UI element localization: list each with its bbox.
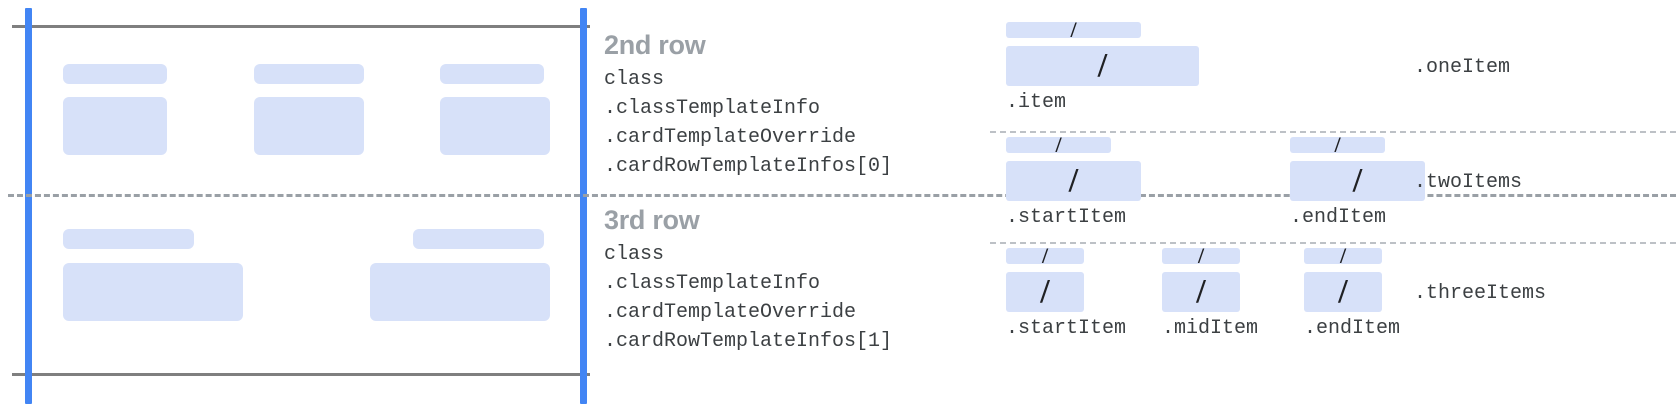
item-label-placeholder: / xyxy=(1304,243,1382,268)
card-top-boundary-line xyxy=(12,25,590,28)
item-label-placeholder: / xyxy=(1006,243,1084,268)
item-value-placeholder: / xyxy=(1290,161,1425,201)
slash-icon: / xyxy=(1339,243,1347,268)
item-layout-name-twoItems: .twoItems xyxy=(1414,171,1523,194)
card-preview-panel xyxy=(0,0,600,412)
body-placeholder xyxy=(254,97,364,155)
item-layout-one-item: / / .item .oneItem xyxy=(974,17,1676,134)
card-left-guide-line xyxy=(25,8,32,404)
row2-path-line: .cardRowTemplateInfos[0] xyxy=(604,155,893,178)
item-caption: .endItem xyxy=(1304,317,1401,340)
item-caption: .startItem xyxy=(1006,317,1127,340)
item-slot: / / .midItem xyxy=(1162,243,1259,340)
title-placeholder xyxy=(63,64,167,84)
title-placeholder xyxy=(413,229,544,249)
card-bottom-boundary-line xyxy=(12,373,590,376)
item-layout-two-items: //.startItem//.endItem.twoItems xyxy=(974,132,1676,249)
row2-description: 2nd row class .classTemplateInfo .cardTe… xyxy=(604,28,892,181)
title-placeholder xyxy=(440,64,544,84)
item-slot: / / .endItem xyxy=(1290,132,1425,229)
item-caption: .endItem xyxy=(1290,206,1387,229)
slash-icon: / xyxy=(1196,273,1206,310)
row3-title: 3rd row xyxy=(604,205,700,235)
item-slot: / / .endItem xyxy=(1304,243,1401,340)
item-layout-name-threeItems: .threeItems xyxy=(1414,282,1547,305)
slash-icon: / xyxy=(1197,243,1205,268)
item-caption: .item xyxy=(1006,91,1067,114)
item-caption: .midItem xyxy=(1162,317,1259,340)
item-group-separator xyxy=(990,131,1676,133)
row3-path-line: .cardTemplateOverride xyxy=(604,301,857,324)
row2-title: 2nd row xyxy=(604,30,706,60)
item-value-placeholder: / xyxy=(1162,272,1240,312)
item-label-placeholder: / xyxy=(1006,17,1141,42)
body-placeholder xyxy=(370,263,550,321)
title-placeholder xyxy=(63,229,194,249)
slash-icon: / xyxy=(1040,273,1050,310)
row-description-column: 2nd row class .classTemplateInfo .cardTe… xyxy=(604,0,974,412)
item-value-placeholder: / xyxy=(1304,272,1382,312)
slash-icon: / xyxy=(1055,132,1062,157)
body-placeholder xyxy=(63,97,167,155)
row3-path-line: .cardRowTemplateInfos[1] xyxy=(604,330,893,353)
item-value-placeholder: / xyxy=(1006,161,1141,201)
slash-icon: / xyxy=(1338,273,1348,310)
row2-path-line: .classTemplateInfo xyxy=(604,97,821,120)
slash-icon: / xyxy=(1068,162,1079,199)
row3-description: 3rd row class .classTemplateInfo .cardTe… xyxy=(604,203,892,356)
item-layout-name-oneItem: .oneItem xyxy=(1414,56,1511,79)
slash-icon: / xyxy=(1070,17,1077,42)
item-layout-panel: //.item.oneItem //.startItem//.endItem.t… xyxy=(974,0,1676,412)
item-caption: .startItem xyxy=(1006,206,1127,229)
row3-path-line: class xyxy=(604,243,665,266)
item-slot: // .startItem xyxy=(1006,132,1141,229)
row2-path-line: class xyxy=(604,68,665,91)
item-layout-three-items: / / .startItem / / .midItem / / .endItem .threeIt… xyxy=(974,243,1676,368)
slash-icon: / xyxy=(1041,243,1049,268)
slash-icon: / xyxy=(1352,162,1363,199)
item-label-placeholder: / xyxy=(1290,132,1385,157)
item-value-placeholder: / xyxy=(1006,272,1084,312)
body-placeholder xyxy=(440,97,550,155)
item-slot: / / .item xyxy=(1006,17,1199,114)
slash-icon: / xyxy=(1097,47,1108,84)
card-right-guide-line xyxy=(580,8,587,404)
body-placeholder xyxy=(63,263,243,321)
item-slot: / / .startItem xyxy=(1006,243,1127,340)
item-group-separator xyxy=(990,242,1676,244)
row2-path-line: .cardTemplateOverride xyxy=(604,126,857,149)
item-value-placeholder: / xyxy=(1006,46,1199,86)
row3-path-line: .classTemplateInfo xyxy=(604,272,821,295)
row-separator-dashed-line xyxy=(8,194,1676,197)
slash-icon: / xyxy=(1334,132,1341,157)
item-label-placeholder: / xyxy=(1006,132,1111,157)
title-placeholder xyxy=(254,64,364,84)
item-label-placeholder: / xyxy=(1162,243,1240,268)
